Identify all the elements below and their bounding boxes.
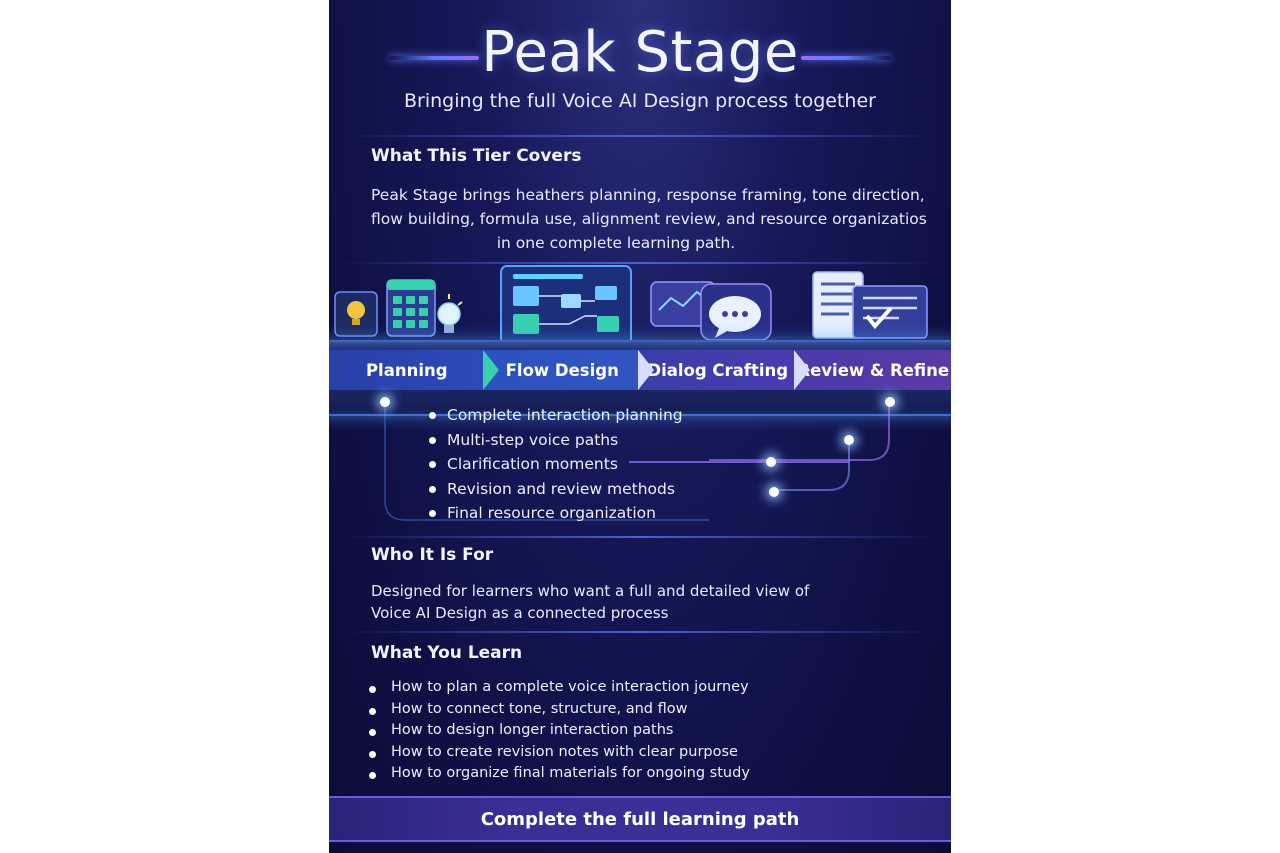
cta-banner: Complete the full learning path bbox=[329, 796, 951, 842]
chevron-right-icon bbox=[793, 350, 810, 390]
page-title: Peak Stage bbox=[481, 20, 799, 85]
covers-line-3: in one complete learning path. bbox=[496, 234, 736, 252]
flowchart-screen-icon bbox=[500, 265, 632, 345]
stage-steps: Planning Flow Design Dialog Crafting Rev… bbox=[329, 350, 951, 390]
circuit-decoration bbox=[384, 400, 890, 521]
list-item: How to plan a complete voice interaction… bbox=[369, 677, 750, 699]
stage-label: Flow Design bbox=[505, 360, 619, 380]
glow-dot bbox=[766, 457, 776, 467]
glow-dot bbox=[769, 487, 779, 497]
list-item: Final resource organization bbox=[429, 501, 683, 526]
stage-bullet-list: Complete interaction planning Multi-step… bbox=[429, 403, 683, 526]
chevron-right-icon bbox=[638, 350, 654, 390]
divider bbox=[341, 536, 939, 538]
glow-dot bbox=[844, 435, 854, 445]
glow-dot bbox=[885, 397, 895, 407]
stage-label: Dialog Crafting bbox=[647, 360, 789, 380]
list-item: Clarification moments bbox=[429, 452, 683, 477]
audience-line-2: Voice AI Design as a connected process bbox=[371, 604, 669, 622]
divider bbox=[341, 262, 939, 264]
list-item: How to organize final materials for ongo… bbox=[369, 763, 750, 785]
stage-label: Planning bbox=[365, 360, 448, 380]
covers-heading: What This Tier Covers bbox=[371, 146, 582, 166]
list-item: Revision and review methods bbox=[429, 477, 683, 502]
page-subtitle: Bringing the full Voice AI Design proces… bbox=[404, 90, 876, 112]
divider bbox=[341, 135, 939, 137]
learn-heading: What You Learn bbox=[371, 643, 523, 663]
audience-description: Designed for learners who want a full an… bbox=[371, 580, 931, 624]
title-accent-line-left bbox=[389, 56, 479, 60]
audience-heading: Who It Is For bbox=[371, 545, 494, 565]
learn-list: How to plan a complete voice interaction… bbox=[369, 677, 750, 785]
checklist-document-icon bbox=[812, 271, 928, 339]
stage-review-refine: Review & Refine bbox=[795, 350, 951, 390]
covers-description: Peak Stage brings heathers planning, res… bbox=[371, 183, 931, 255]
list-item: Multi-step voice paths bbox=[429, 428, 683, 453]
peak-stage-poster: Peak Stage Bringing the full Voice AI De… bbox=[329, 0, 951, 853]
list-item: How to design longer interaction paths bbox=[369, 720, 750, 742]
covers-line-1: Peak Stage brings heathers planning, res… bbox=[371, 186, 925, 204]
stage-label: Review & Refine bbox=[797, 360, 950, 380]
list-item: How to connect tone, structure, and flow bbox=[369, 699, 750, 721]
list-item: Complete interaction planning bbox=[429, 403, 683, 428]
chevron-right-icon bbox=[482, 350, 499, 390]
title-accent-line-right bbox=[801, 56, 891, 60]
divider bbox=[341, 631, 939, 633]
audience-line-1: Designed for learners who want a full an… bbox=[371, 582, 810, 600]
idea-calendar-icon bbox=[334, 279, 463, 337]
glow-dot bbox=[380, 397, 390, 407]
chat-bubble-icon bbox=[650, 281, 772, 341]
stage-flow-design: Flow Design bbox=[484, 350, 654, 390]
stage-planning: Planning bbox=[329, 350, 499, 390]
list-item: How to create revision notes with clear … bbox=[369, 742, 750, 764]
covers-line-2: flow building, formula use, alignment re… bbox=[371, 210, 927, 228]
stage-dialog-crafting: Dialog Crafting bbox=[640, 350, 810, 390]
